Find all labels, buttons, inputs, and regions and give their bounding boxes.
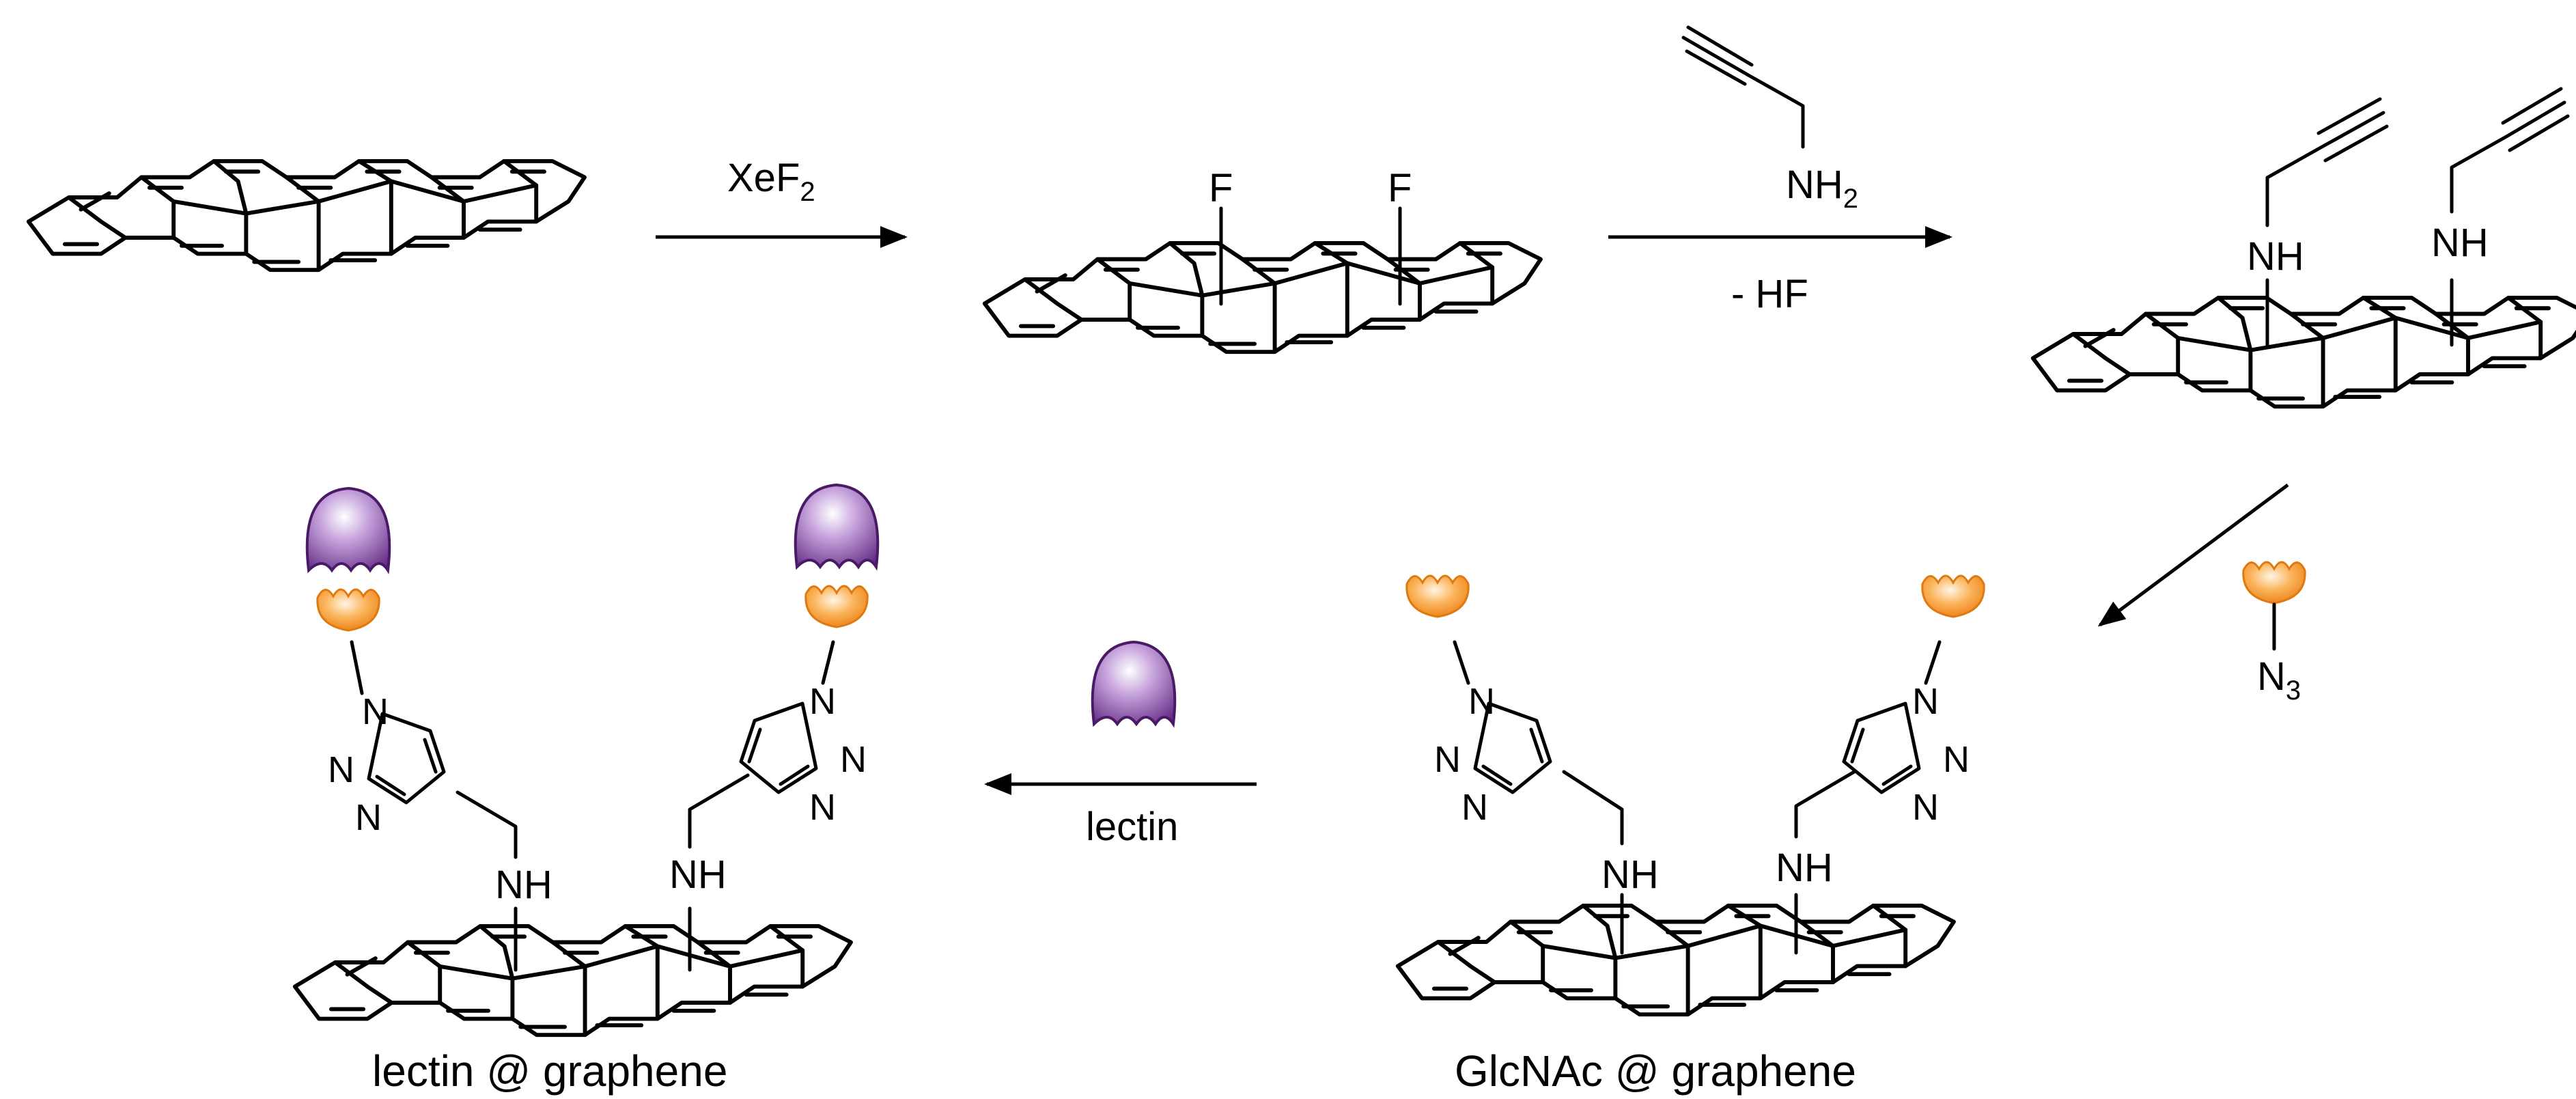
triazole-n1-right: N [1912, 681, 1939, 722]
byproduct-hf: - HF [1731, 272, 1808, 316]
reagent-nh2: NH2 [1786, 163, 1858, 214]
sugar-reagent-icon [2242, 561, 2306, 604]
reagent-xef2: XeF2 [727, 156, 815, 207]
amine-label-4: NH [1776, 846, 1833, 890]
glcnac-graphene: NH NH N N N N N N GlcNAc @ graphene [1398, 574, 1985, 1096]
triazole-n3-right-b: N [809, 787, 836, 828]
triazole-n2-left-b: N [328, 749, 354, 790]
triazole-n3-right: N [1912, 787, 1939, 828]
sugar-icon-right-bound [804, 585, 869, 628]
graphene-fluorinated: F F [985, 166, 1541, 352]
triazole-n1-left: N [1468, 681, 1495, 722]
product-glcnac-label: GlcNAc @ graphene [1455, 1046, 1856, 1096]
triazole-n3-left: N [1461, 787, 1488, 828]
triazole-n1-left-b: N [362, 691, 389, 732]
triazole-n3-left-b: N [355, 797, 382, 838]
propargylamine-structure [1681, 36, 1805, 149]
graphene-alkyne: NH NH [2033, 87, 2576, 406]
amine-label-3: NH [1601, 852, 1659, 897]
lectin-icon-left-bound [305, 487, 391, 572]
amine-label-6: NH [669, 852, 727, 897]
product-lectin-label: lectin @ graphene [372, 1046, 727, 1096]
reagent-lectin: lectin [1086, 805, 1178, 849]
triazole-n1-right-b: N [809, 681, 836, 722]
amine-label-1: NH [2247, 234, 2304, 279]
lectin-icon-right-bound [794, 484, 880, 568]
arrow-propargylamine: NH2 - HF [1608, 25, 1952, 316]
fluorine-label-1: F [1209, 166, 1233, 210]
triazole-n2-right: N [1943, 739, 1970, 780]
amine-label-5: NH [495, 863, 552, 907]
amine-label-2: NH [2431, 221, 2489, 265]
sugar-icon-right [1921, 574, 1985, 618]
fluorine-label-2: F [1388, 166, 1412, 210]
arrow-azide: N3 [2097, 483, 2306, 706]
arrow-xef2: XeF2 [656, 156, 908, 248]
triazole-n2-right-b: N [840, 739, 867, 780]
lectin-reagent-icon [1091, 641, 1177, 725]
lectin-graphene: NH NH N N N N N N lectin @ graphene [295, 484, 880, 1096]
graphene-start [29, 161, 585, 270]
arrow-lectin: lectin [984, 641, 1257, 849]
azide-label: N3 [2257, 654, 2301, 706]
triazole-n2-left: N [1434, 739, 1461, 780]
sugar-icon-left-bound [316, 588, 380, 632]
sugar-icon-left [1405, 574, 1470, 618]
